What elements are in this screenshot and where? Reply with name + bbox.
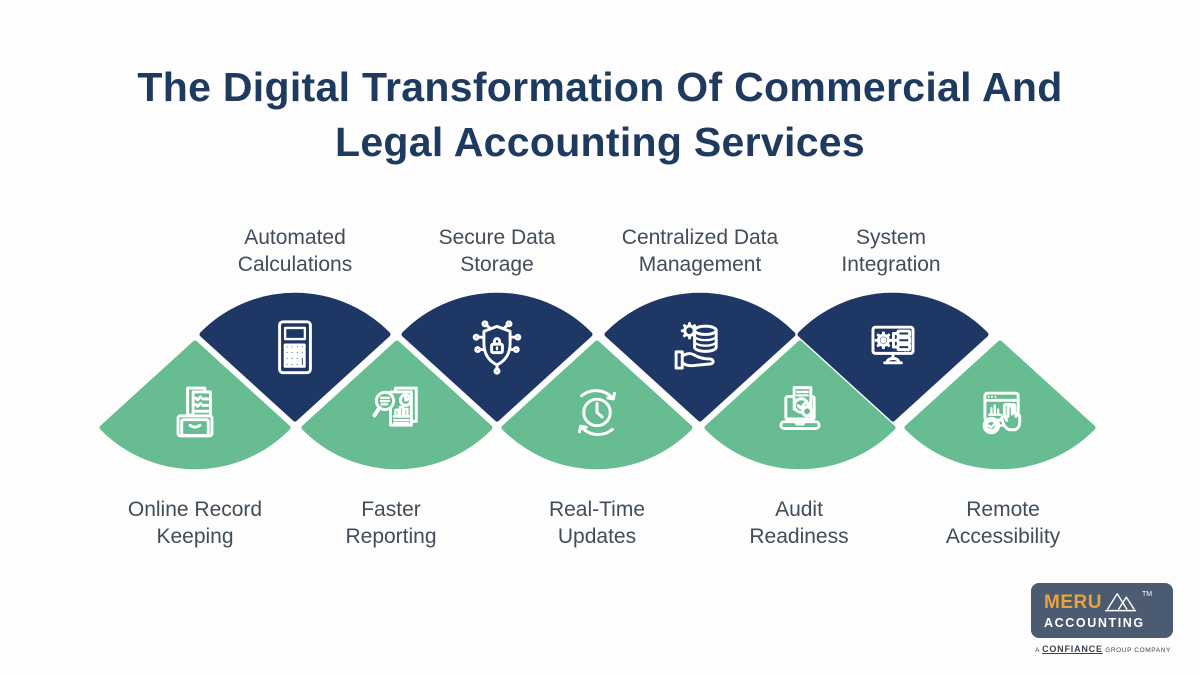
page-title-line-1: The Digital Transformation Of Commercial…: [137, 64, 1063, 110]
inbox-documents-icon: [176, 386, 214, 438]
logo-word-text: ACCOUNTING: [1044, 616, 1145, 630]
label-line: Online Record: [127, 498, 263, 521]
step-label-automated-calculations: Automated Calculations: [180, 224, 410, 278]
label-line: Automated: [244, 226, 346, 249]
step-label-real-time-updates: Real-Time Updates: [482, 496, 712, 550]
label-line: Faster: [361, 498, 421, 521]
step-label-remote-accessibility: Remote Accessibility: [888, 496, 1118, 550]
label-line: System: [855, 226, 926, 249]
step-label-secure-data-storage: Secure Data Storage: [382, 224, 612, 278]
label-line: Reporting: [345, 525, 437, 548]
clock-refresh-icon: [577, 389, 617, 437]
label-line: Calculations: [237, 253, 353, 276]
logo-row: MERU TM: [1044, 591, 1173, 613]
report-magnifier-icon: [372, 386, 418, 427]
petal-shape-up: [904, 340, 1096, 470]
step-label-system-integration: System Integration: [776, 224, 1006, 278]
database-hand-icon: [674, 322, 718, 370]
mountain-peaks-icon: [1104, 593, 1137, 612]
label-line: Secure Data: [438, 226, 556, 249]
petal-automated-calculations: [199, 292, 391, 422]
label-line: Real-Time: [548, 498, 646, 521]
page-title-line-2: Legal Accounting Services: [334, 119, 866, 165]
label-line: Readiness: [749, 525, 849, 548]
page-title: The Digital Transformation Of Commercial…: [0, 60, 1200, 170]
label-line: Audit: [775, 498, 823, 521]
browser-hand-pointer-icon: [982, 391, 1022, 435]
petal-system-integration: [797, 292, 989, 422]
logo-tagline: A CONFIANCE GROUP COMPANY: [1031, 644, 1175, 654]
label-line: Centralized Data: [621, 226, 779, 249]
label-line: Management: [638, 253, 762, 276]
tagline-prefix: A: [1035, 647, 1040, 654]
petal-faster-reporting: [301, 340, 493, 470]
petal-online-record-keeping: [99, 340, 291, 470]
logo-box: MERU TM ACCOUNTING: [1031, 583, 1173, 638]
step-label-audit-readiness: Audit Readiness: [684, 496, 914, 550]
laptop-audit-check-icon: [779, 386, 821, 430]
trademark-symbol: TM: [1141, 591, 1153, 598]
tagline-suffix: GROUP COMPANY: [1105, 647, 1171, 654]
logo-brand-text: MERU: [1044, 592, 1102, 613]
petal-audit-readiness: [704, 340, 896, 470]
shield-lock-icon: [472, 320, 522, 375]
label-line: Accessibility: [945, 525, 1061, 548]
tagline-brand: CONFIANCE: [1042, 644, 1103, 654]
label-line: Keeping: [156, 525, 234, 548]
petal-real-time-updates: [501, 340, 693, 470]
petal-shape-down: [401, 292, 593, 422]
meru-accounting-logo: MERU TM ACCOUNTING A CONFIANCE GROUP COM…: [1031, 583, 1175, 654]
label-line: Remote: [966, 498, 1040, 521]
label-line: Integration: [841, 253, 941, 276]
step-label-centralized-data-management: Centralized Data Management: [585, 224, 815, 278]
petal-centralized-data-management: [604, 292, 796, 422]
step-label-faster-reporting: Faster Reporting: [276, 496, 506, 550]
petal-remote-accessibility: [904, 340, 1096, 470]
label-line: Storage: [460, 253, 534, 276]
petal-secure-data-storage: [401, 292, 593, 422]
monitor-gear-network-icon: [871, 325, 915, 365]
calculator-icon: [278, 320, 312, 375]
label-line: Updates: [557, 525, 637, 548]
step-label-online-record-keeping: Online Record Keeping: [80, 496, 310, 550]
